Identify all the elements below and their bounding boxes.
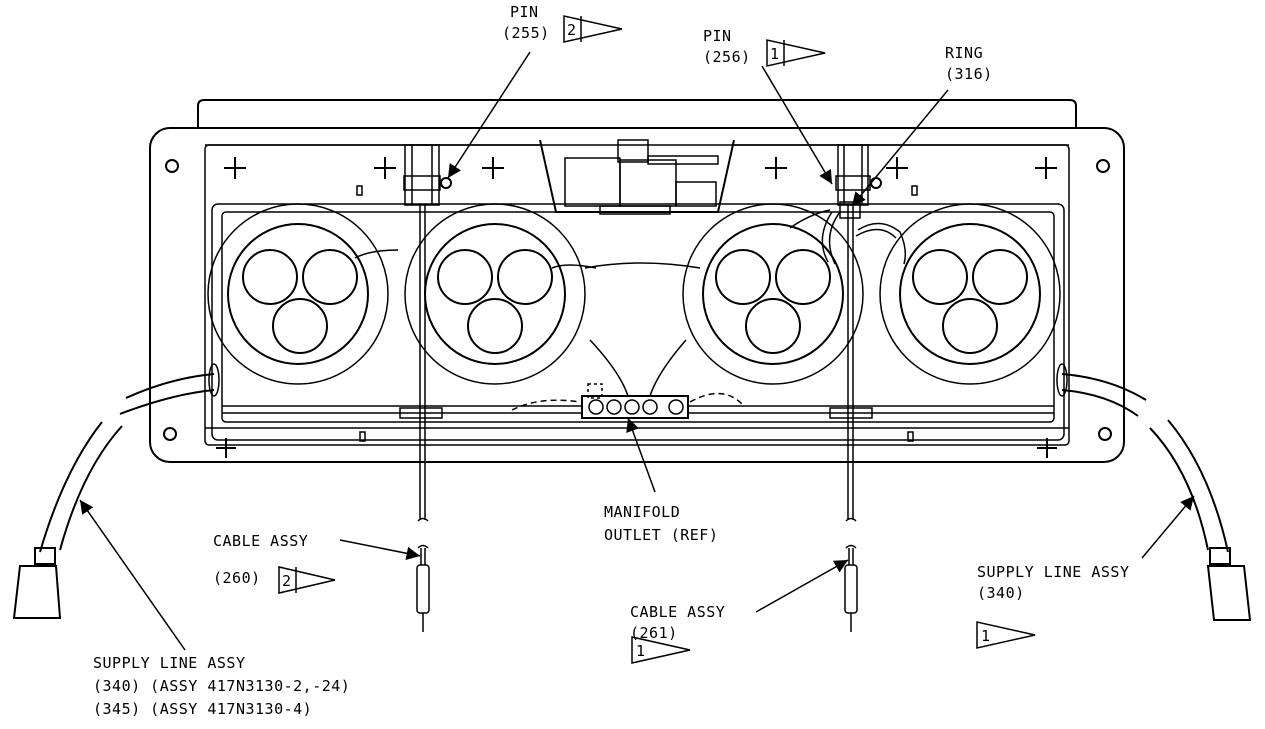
leader-pin-255 bbox=[447, 51, 531, 179]
pin-256-ref: (256) bbox=[703, 48, 751, 66]
flag-triangles: 2 1 2 1 1 bbox=[278, 15, 1036, 664]
leader-cable-260 bbox=[339, 539, 421, 560]
mounting-holes bbox=[163, 159, 1112, 441]
flag-number: 1 bbox=[636, 642, 645, 660]
slots bbox=[356, 185, 918, 442]
rods bbox=[222, 405, 1054, 419]
mounting-hole bbox=[1096, 159, 1110, 173]
wire-ties bbox=[354, 249, 597, 269]
cylinder-group bbox=[404, 203, 586, 385]
flag-triangle: 1 bbox=[631, 636, 691, 664]
leader-lines bbox=[79, 51, 1195, 651]
supply-line-right bbox=[1056, 363, 1252, 621]
flag-triangle: 2 bbox=[563, 15, 623, 43]
cable-261-ref: (261) bbox=[630, 624, 678, 642]
mounting-hole bbox=[165, 159, 179, 173]
flag-triangle: 2 bbox=[278, 566, 336, 594]
leader-pin-256 bbox=[761, 65, 833, 185]
leader-supply-right bbox=[1141, 495, 1195, 559]
mounting-hole bbox=[1098, 427, 1112, 441]
cylinder-group bbox=[879, 203, 1061, 385]
labels: PIN (255) PIN (256) RING (316) MANIFOLD … bbox=[93, 3, 1130, 718]
pin-255-name: PIN bbox=[510, 3, 539, 21]
manifold-channel bbox=[584, 262, 701, 397]
leader-ring-316 bbox=[851, 89, 949, 207]
leader-manifold bbox=[626, 417, 656, 493]
flag-number: 1 bbox=[770, 45, 779, 63]
flag-number: 2 bbox=[567, 21, 576, 39]
supply-left-name: SUPPLY LINE ASSY bbox=[93, 654, 246, 672]
supply-right-ref: (340) bbox=[977, 584, 1025, 602]
pin-255-assembly bbox=[403, 144, 452, 520]
cable-260-name: CABLE ASSY bbox=[213, 532, 308, 550]
pin-255-ref: (255) bbox=[502, 24, 550, 42]
flag-number: 2 bbox=[282, 572, 291, 590]
cable-260-body bbox=[416, 517, 430, 632]
mounting-hole bbox=[163, 427, 177, 441]
supply-line-left bbox=[12, 363, 220, 619]
flag-number: 1 bbox=[981, 627, 990, 645]
cable-261-body bbox=[844, 517, 858, 632]
cylinder-group bbox=[682, 203, 864, 385]
cylinder-groups bbox=[207, 203, 1061, 385]
plus-markers bbox=[216, 157, 1057, 458]
cable-260-ref: (260) bbox=[213, 569, 261, 587]
pin-256-assembly bbox=[835, 144, 882, 520]
supply-left-line2: (340) (ASSY 417N3130-2,-24) bbox=[93, 677, 350, 695]
flag-triangle: 1 bbox=[976, 621, 1036, 649]
pin-256-name: PIN bbox=[703, 27, 732, 45]
cable-261-name: CABLE ASSY bbox=[630, 603, 725, 621]
supply-left-line3: (345) (ASSY 417N3130-4) bbox=[93, 700, 312, 718]
cylinder-group bbox=[207, 203, 389, 385]
flag-triangle: 1 bbox=[766, 39, 826, 67]
ring-316-name: RING bbox=[945, 44, 983, 62]
manifold-line1: MANIFOLD bbox=[604, 503, 680, 521]
leader-supply-left bbox=[79, 499, 186, 651]
manifold-line2: OUTLET (REF) bbox=[604, 526, 718, 544]
supply-right-name: SUPPLY LINE ASSY bbox=[977, 563, 1130, 581]
leader-cable-261 bbox=[755, 559, 849, 613]
wire-harness bbox=[789, 201, 907, 265]
center-component bbox=[564, 139, 719, 215]
ring-316-ref: (316) bbox=[945, 65, 993, 83]
